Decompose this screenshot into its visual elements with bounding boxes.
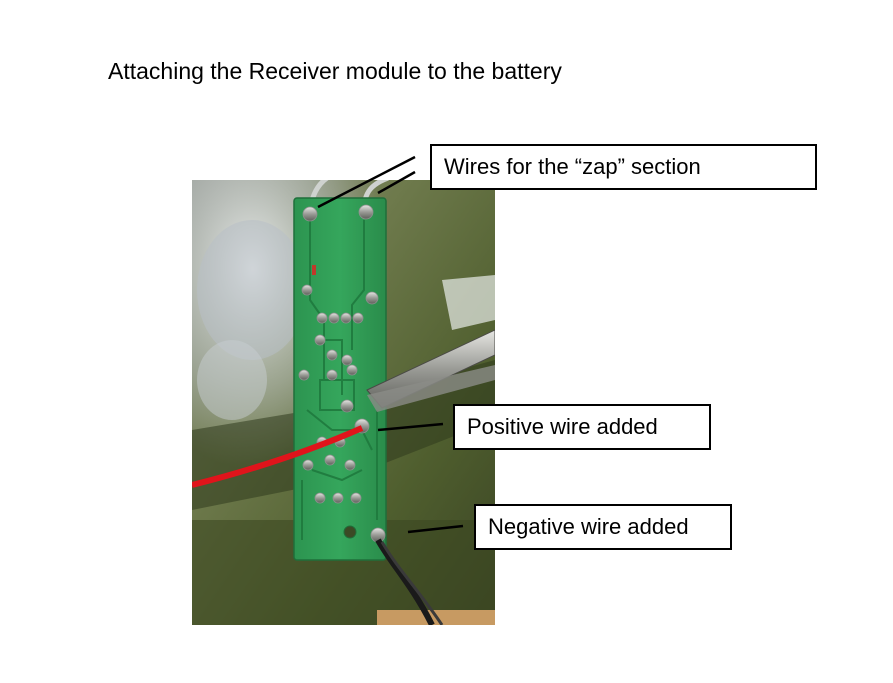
callout-negative-label: Negative wire added [488, 514, 689, 539]
callout-zap-wires: Wires for the “zap” section [430, 144, 817, 190]
callout-zap-label: Wires for the “zap” section [444, 154, 701, 179]
callout-positive-label: Positive wire added [467, 414, 658, 439]
slide-title: Attaching the Receiver module to the bat… [108, 58, 562, 84]
callout-positive-wire: Positive wire added [453, 404, 711, 450]
callout-negative-wire: Negative wire added [474, 504, 732, 550]
receiver-module-photo [192, 180, 495, 625]
